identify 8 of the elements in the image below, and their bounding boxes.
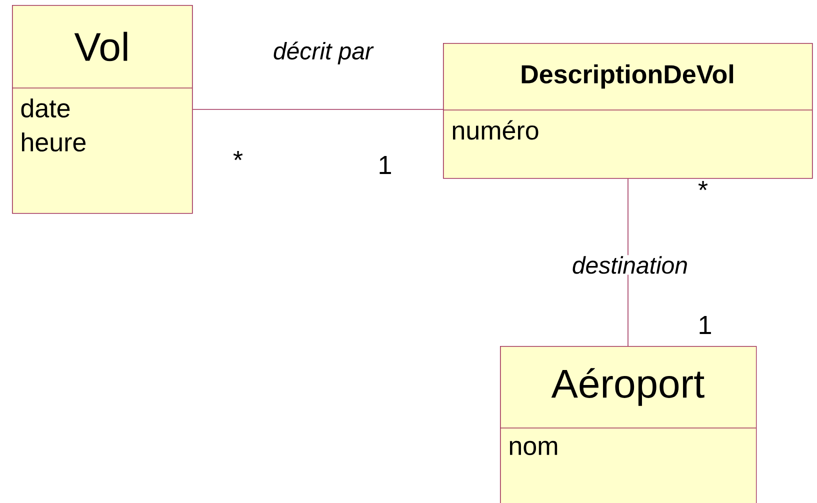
class-box: DescriptionDeVol numéro <box>442 43 813 179</box>
class-box: Aéroport nom <box>500 346 757 503</box>
class-box: Vol date heure <box>12 5 193 214</box>
edge-label: destination <box>570 255 690 275</box>
multiplicity: 1 <box>380 156 391 174</box>
association-line <box>192 109 444 110</box>
multiplicity: * <box>233 151 243 160</box>
edge-label: décrit par <box>272 40 374 66</box>
